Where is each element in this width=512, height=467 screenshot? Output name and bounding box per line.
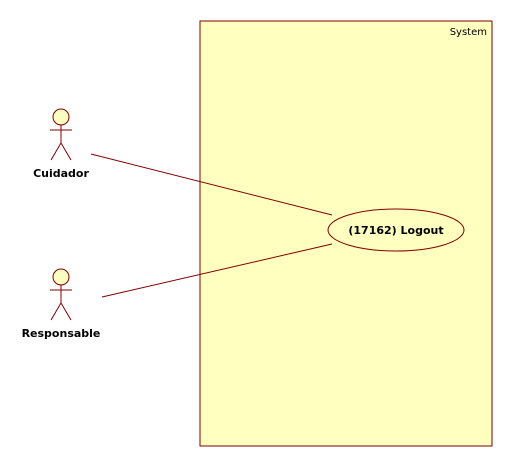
actor-label-cuidador: Cuidador — [33, 167, 89, 180]
actor-cuidador[interactable]: Cuidador — [33, 108, 89, 180]
actor-responsable[interactable]: Responsable — [22, 268, 101, 340]
actor-label-responsable: Responsable — [22, 327, 101, 340]
association-cuidador-logout[interactable] — [90, 153, 333, 216]
system-label: System — [450, 27, 487, 38]
association-responsable-logout[interactable] — [101, 243, 333, 298]
use-case-logout[interactable]: (17162) Logout — [327, 208, 465, 252]
actor-stick-figure-icon — [50, 108, 72, 161]
use-case-label-logout: (17162) Logout — [348, 224, 443, 237]
actor-stick-figure-icon — [50, 268, 72, 321]
